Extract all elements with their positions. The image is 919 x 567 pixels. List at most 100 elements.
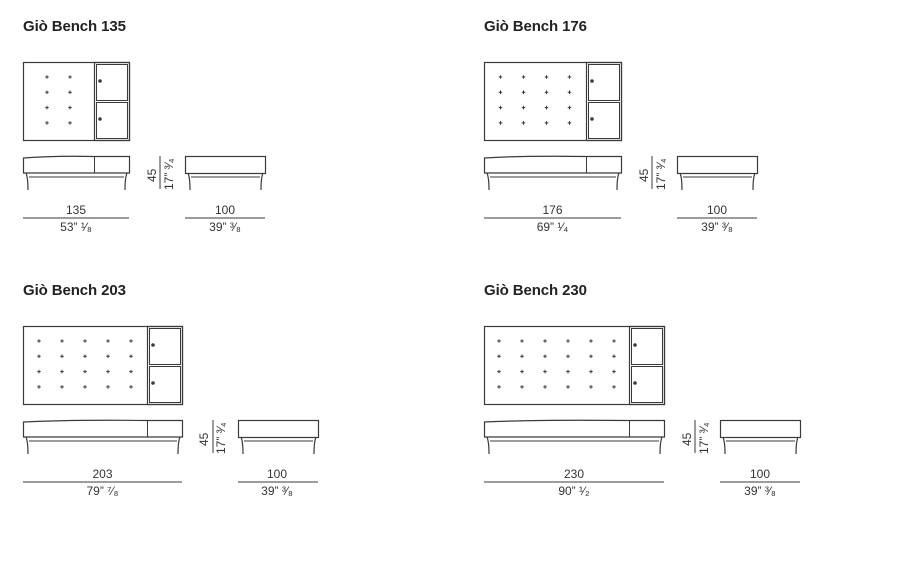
tufting-button <box>589 369 593 374</box>
bench-block-203: Giò Bench 203 203 79” ⁷⁄₈ 45 17” ³⁄₄ 100… <box>22 282 463 532</box>
tufting-button <box>68 90 72 95</box>
tufting-button <box>589 339 593 343</box>
height-cm-label: 45 <box>145 168 159 182</box>
cabinet-door-bottom <box>588 102 620 139</box>
tufting-button <box>106 354 110 359</box>
tufting-button <box>543 369 547 374</box>
tufting-button <box>129 354 133 359</box>
storage-cabinet <box>585 61 623 142</box>
height-in-label: 17” ³⁄₄ <box>697 422 711 454</box>
door-knob <box>98 117 102 121</box>
tufting-button <box>45 105 49 110</box>
bench-block-135: Giò Bench 135 135 53” ¹⁄₈ 45 17” ³⁄₄ 100… <box>22 18 463 268</box>
bench-block-176: Giò Bench 176 176 69” ¹⁄₄ 45 17” ³⁄₄ 100… <box>483 18 919 268</box>
top-view-outline <box>483 325 666 406</box>
tufting-button <box>497 354 501 359</box>
tufting-button <box>68 121 72 125</box>
tufting-button <box>83 369 87 374</box>
ottoman-cm-label: 100 <box>706 203 728 217</box>
tufting-button <box>520 385 524 389</box>
storage-cabinet <box>628 325 666 406</box>
tufting-button <box>106 369 110 374</box>
front-view-legs <box>486 436 663 455</box>
tufting-button <box>498 121 503 125</box>
cabinet-door-bottom <box>149 366 181 403</box>
tufting-button <box>589 385 593 389</box>
bench-title: Giò Bench 135 <box>23 18 126 35</box>
bench-title: Giò Bench 230 <box>484 282 587 299</box>
front-view-body <box>483 419 666 438</box>
length-cm-label: 230 <box>563 467 585 481</box>
tufting-button <box>60 369 64 374</box>
length-in-label: 90” ¹⁄₂ <box>558 484 590 498</box>
tufting-button <box>68 105 72 110</box>
ottoman-body <box>676 155 759 175</box>
tufting-button <box>497 369 501 374</box>
door-knob <box>633 381 637 385</box>
tufting-button <box>567 105 572 110</box>
tufting-button <box>37 369 41 374</box>
tufting-button <box>498 75 503 79</box>
tufting-button <box>589 354 593 359</box>
ottoman-body <box>237 419 320 439</box>
bench-drawing <box>22 325 320 483</box>
tufting-button <box>566 339 570 343</box>
tufting-button <box>612 385 616 389</box>
door-knob <box>633 343 637 347</box>
door-knob <box>151 343 155 347</box>
ottoman-in-label: 39” ³⁄₈ <box>701 220 733 234</box>
tufting-button <box>544 121 549 125</box>
top-view-outline <box>483 61 623 142</box>
tufting-button <box>543 354 547 359</box>
bench-title: Giò Bench 203 <box>23 282 126 299</box>
tufting-button <box>521 75 526 79</box>
ottoman-cm-label: 100 <box>214 203 236 217</box>
ottoman-in-label: 39” ³⁄₈ <box>209 220 241 234</box>
tufting-button <box>129 385 133 389</box>
door-knob <box>98 79 102 83</box>
tufting-button <box>37 354 41 359</box>
bench-block-230: Giò Bench 230 230 90” ¹⁄₂ 45 17” ³⁄₄ 100… <box>483 282 919 532</box>
tufting-button <box>45 121 49 125</box>
front-view-legs <box>486 172 620 191</box>
bench-title: Giò Bench 176 <box>484 18 587 35</box>
height-in-label: 17” ³⁄₄ <box>162 158 176 190</box>
cabinet-door-top <box>588 64 620 101</box>
tufting-button <box>83 354 87 359</box>
tufting-button <box>60 354 64 359</box>
tufting-button <box>521 121 526 125</box>
top-view-outline <box>22 61 131 142</box>
door-knob <box>151 381 155 385</box>
ottoman-legs <box>187 172 264 191</box>
tufting-button <box>566 354 570 359</box>
height-in-label: 17” ³⁄₄ <box>214 422 228 454</box>
tufting-button <box>37 339 41 343</box>
door-knob <box>590 117 594 121</box>
cabinet-door-bottom <box>96 102 128 139</box>
tufting-button <box>106 385 110 389</box>
tufting-button <box>543 339 547 343</box>
tufting-button <box>68 75 72 79</box>
tufting-button <box>498 105 503 110</box>
bench-drawing <box>483 325 802 483</box>
length-in-label: 69” ¹⁄₄ <box>536 220 569 234</box>
tufting-button <box>497 385 501 389</box>
front-view-legs <box>25 436 181 455</box>
tufting-button <box>498 90 503 95</box>
tufting-button <box>567 75 572 79</box>
ottoman-cm-label: 100 <box>266 467 288 481</box>
top-view-outline <box>22 325 184 406</box>
tufting-button <box>543 385 547 389</box>
tufting-button <box>497 339 501 343</box>
height-cm-label: 45 <box>680 432 694 446</box>
length-in-label: 79” ⁷⁄₈ <box>86 484 119 498</box>
tufting-button <box>45 90 49 95</box>
front-view-body <box>22 419 184 438</box>
door-knob <box>590 79 594 83</box>
tufting-button <box>567 121 572 125</box>
tufting-button <box>129 369 133 374</box>
height-in-label: 17” ³⁄₄ <box>654 158 668 190</box>
ottoman-in-label: 39” ³⁄₈ <box>744 484 776 498</box>
height-cm-label: 45 <box>637 168 651 182</box>
